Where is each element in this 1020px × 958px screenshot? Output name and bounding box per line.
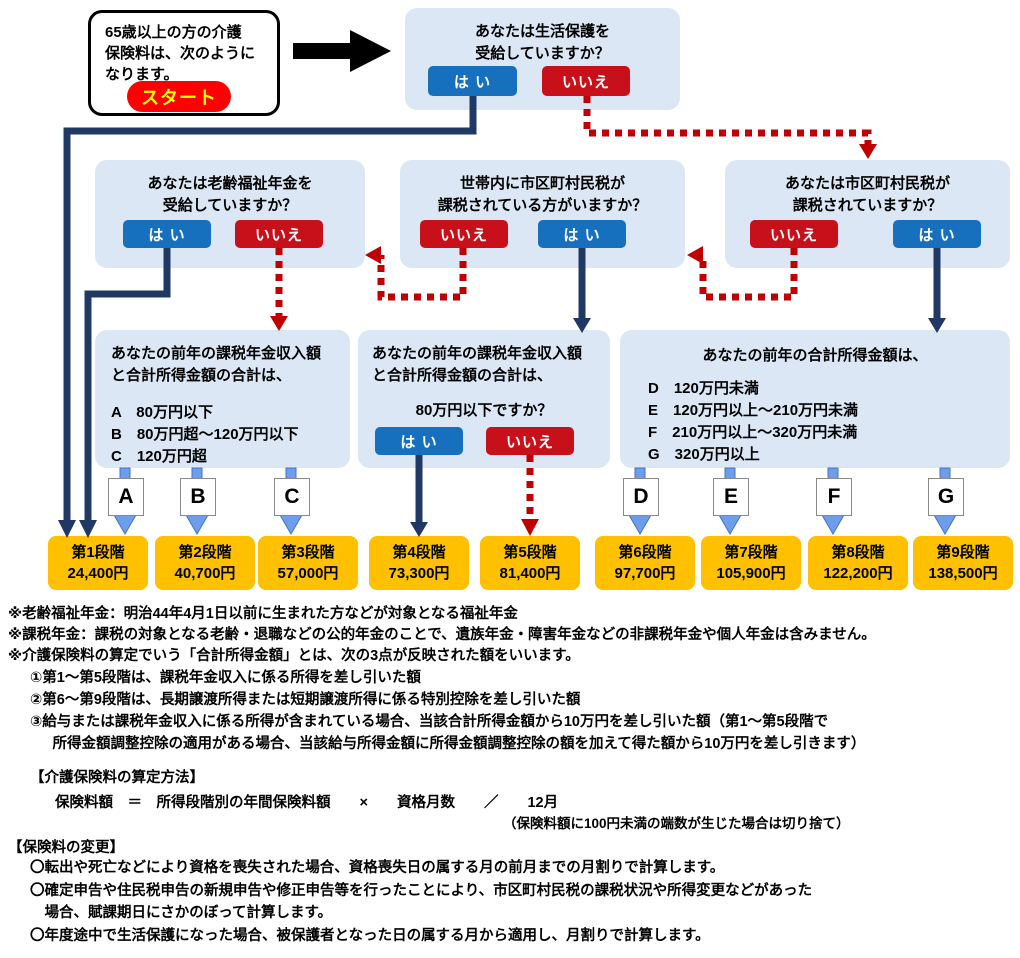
calc-formula: 保険料額 ＝ 所得段階別の年間保険料額 × 資格月数 ／ 12月 — [55, 795, 559, 811]
option-d: D 120万円未満 — [648, 380, 759, 397]
tier-6: 第6段階 97,700円 — [595, 536, 695, 590]
option-f: F 210万円以上～320万円未満 — [648, 424, 858, 441]
question-text: あなたは生活保護を 受給していますか？ — [474, 23, 610, 62]
no-button: いいえ — [420, 220, 508, 248]
tier-amount: 24,400円 — [67, 565, 129, 582]
sub-footnotes: ①第1～第5段階は、課税年金収入に係る所得を差し引いた額 ②第6～第9段階は、長… — [30, 667, 865, 755]
branch-title: あなたの前年の課税年金収入額 と合計所得金額の合計は、 — [372, 345, 583, 384]
change-section-heading: 【保険料の変更】 — [8, 840, 124, 856]
arrowhead-down-icon — [270, 316, 288, 331]
yes-button: は い — [123, 220, 211, 248]
no-button: いいえ — [750, 220, 838, 248]
no-button: いいえ — [486, 427, 574, 455]
subnote-line: ②第6～第9段階は、長期譲渡所得または短期譲渡所得に係る特別控除を差し引いた額 — [30, 692, 581, 708]
note-line: ※老齢福祉年金：明治44年4月1日以前に生まれた方などが対象となる福祉年金 — [8, 606, 518, 622]
tier-amount: 73,300円 — [388, 565, 450, 582]
branch-options: D 120万円未満 E 120万円以上～210万円未満 F 210万円以上～32… — [648, 378, 858, 466]
question-honnin-kazei: あなたは市区町村民税が 課税されていますか？ いいえ は い — [725, 160, 1010, 268]
start-arrow-icon — [293, 30, 391, 72]
letter-tag-f: F — [816, 478, 852, 516]
tier-label: 第8段階 — [831, 544, 885, 561]
question-rorei-fukushi-nenkin: あなたは老齢福祉年金を 受給していますか？ は い いいえ — [95, 160, 365, 268]
letter-tag-d: D — [623, 478, 659, 516]
change-item: 場合、賦課期日にさかのぼって計算します。 — [30, 905, 333, 921]
note-line: ※介護保険料の算定でいう「合計所得金額」とは、次の3点が反映された額をいいます。 — [8, 648, 580, 664]
question-text: 世帯内に市区町村民税が 課税されている方がいますか？ — [437, 175, 648, 214]
start-badge: スタート — [127, 81, 231, 112]
question-text: あなたは老齢福祉年金を 受給していますか？ — [147, 175, 313, 214]
tier-9: 第9段階 138,500円 — [913, 536, 1013, 590]
tier-label: 第5段階 — [503, 544, 557, 561]
tier-3: 第3段階 57,000円 — [258, 536, 358, 590]
option-c: C 120万円超 — [111, 448, 207, 465]
tier-4: 第4段階 73,300円 — [369, 536, 469, 590]
tier-2: 第2段階 40,700円 — [155, 536, 255, 590]
arrowhead-left-icon — [365, 246, 381, 264]
arrowhead-down-icon — [521, 519, 539, 536]
change-item: 〇転出や死亡などにより資格を喪失された場合、資格喪失日の属する月の前月までの月割… — [30, 860, 725, 876]
subnote-line: ③給与または課税年金収入に係る所得が含まれている場合、当該合計所得金額から10万… — [30, 714, 829, 730]
calc-section-heading: 【介護保険料の算定方法】 — [30, 770, 204, 786]
letter-tag-e: E — [713, 478, 749, 516]
tier-label: 第9段階 — [936, 544, 990, 561]
tier-amount: 105,900円 — [716, 565, 786, 582]
option-b: B 80万円超～120万円以下 — [111, 426, 299, 443]
arrowhead-left-icon — [687, 246, 703, 264]
tier-amount: 57,000円 — [277, 565, 339, 582]
tier-7: 第7段階 105,900円 — [701, 536, 801, 590]
start-text: 65歳以上の方の介護 保険料は、次のように なります。 — [105, 24, 256, 83]
change-items: 〇転出や死亡などにより資格を喪失された場合、資格喪失日の属する月の前月までの月割… — [30, 857, 812, 947]
tier-1: 第1段階 24,400円 — [48, 536, 148, 590]
question-text: あなたは市区町村民税が 課税されていますか？ — [784, 175, 950, 214]
change-item: 〇確定申告や住民税申告の新規申告や修正申告等を行ったことにより、市区町村民税の課… — [30, 882, 813, 899]
branch-abc: あなたの前年の課税年金収入額 と合計所得金額の合計は、 A 80万円以下 B 8… — [95, 330, 350, 468]
note-line: ※課税年金：課税の対象となる老齢・退職などの公的年金のことで、遺族年金・障害年金… — [8, 627, 876, 643]
letter-tag-g: G — [928, 478, 964, 516]
branch-options: A 80万円以下 B 80万円超～120万円以下 C 120万円超 — [111, 402, 299, 468]
option-a: A 80万円以下 — [111, 404, 213, 421]
branch-80man: あなたの前年の課税年金収入額 と合計所得金額の合計は、 80万円以下ですか？ は… — [358, 330, 610, 468]
tier-label: 第1段階 — [71, 544, 125, 561]
footnotes: ※老齢福祉年金：明治44年4月1日以前に生まれた方などが対象となる福祉年金 ※課… — [8, 604, 876, 667]
question-seikatsuhogo: あなたは生活保護を 受給していますか？ は い いいえ — [405, 8, 680, 110]
letter-tag-a: A — [108, 478, 144, 516]
letter-tag-b: B — [180, 478, 216, 516]
yes-button: は い — [375, 427, 463, 455]
tier-8: 第8段階 122,200円 — [808, 536, 908, 590]
tier-amount: 138,500円 — [928, 565, 998, 582]
arrowhead-down-icon — [859, 144, 877, 159]
yes-button: は い — [538, 220, 626, 248]
tier-label: 第4段階 — [392, 544, 446, 561]
branch-title: あなたの前年の課税年金収入額 と合計所得金額の合計は、 — [111, 345, 322, 384]
tier-amount: 122,200円 — [823, 565, 893, 582]
tier-label: 第3段階 — [281, 544, 335, 561]
no-button: いいえ — [542, 66, 630, 96]
tier-label: 第7段階 — [724, 544, 778, 561]
tier-5: 第5段階 81,400円 — [480, 536, 580, 590]
yes-button: は い — [893, 220, 981, 248]
arrowhead-down-icon — [410, 522, 428, 537]
option-e: E 120万円以上～210万円未満 — [648, 402, 859, 419]
branch-question: 80万円以下ですか？ — [415, 402, 553, 419]
branch-title: あなたの前年の合計所得金額は、 — [702, 347, 928, 364]
letter-tag-c: C — [274, 478, 310, 516]
yes-button: は い — [428, 66, 517, 96]
option-g: G 320万円以上 — [648, 446, 760, 463]
question-setai-kazei: 世帯内に市区町村民税が 課税されている方がいますか？ いいえ は い — [400, 160, 685, 268]
tier-label: 第2段階 — [178, 544, 232, 561]
subnote-line: 所得金額調整控除の適用がある場合、当該給与所得金額に所得金額調整控除の額を加えて… — [38, 736, 866, 752]
no-button: いいえ — [235, 220, 323, 248]
change-item: 〇年度途中で生活保護になった場合、被保護者となった日の属する月から適用し、月割り… — [30, 927, 710, 944]
start-box: 65歳以上の方の介護 保険料は、次のように なります。 スタート — [88, 10, 280, 116]
tier-amount: 40,700円 — [174, 565, 236, 582]
tier-label: 第6段階 — [618, 544, 672, 561]
tier-amount: 97,700円 — [614, 565, 676, 582]
branch-defg: あなたの前年の合計所得金額は、 D 120万円未満 E 120万円以上～210万… — [620, 330, 1010, 468]
calc-rounding-note: （保険料額に100円未満の端数が生じた場合は切り捨て） — [503, 816, 850, 831]
tier-amount: 81,400円 — [499, 565, 561, 582]
subnote-line: ①第1～第5段階は、課税年金収入に係る所得を差し引いた額 — [30, 670, 421, 686]
